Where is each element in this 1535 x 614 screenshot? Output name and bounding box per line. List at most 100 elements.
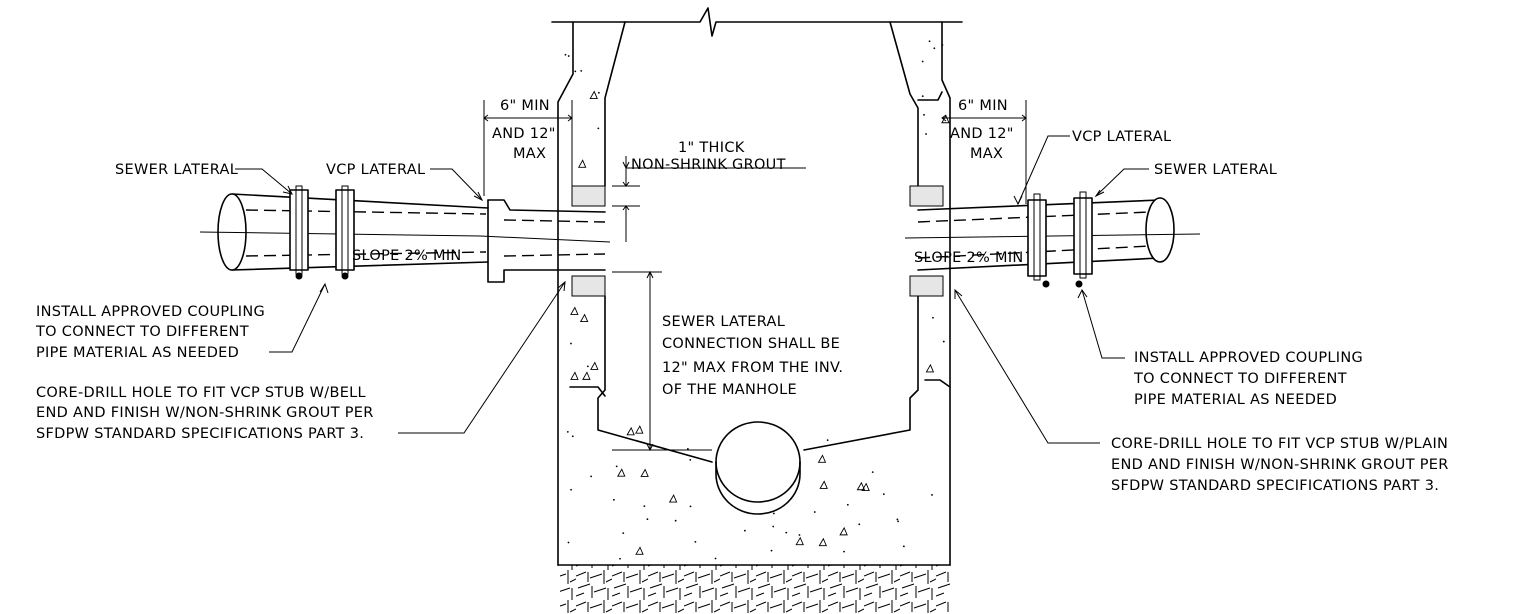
aggregate-dot — [921, 95, 924, 98]
aggregate-triangle — [925, 363, 935, 373]
aggregate-dot — [744, 529, 746, 532]
dimension-lines — [483, 100, 1027, 452]
aggregate-triangle — [795, 536, 804, 546]
aggregate-dot — [567, 541, 570, 544]
aggregate-dot — [858, 523, 861, 526]
grout-label-2: NON-SHRINK GROUT — [631, 157, 786, 173]
coupling-left-line-1: INSTALL APPROVED COUPLING — [36, 304, 265, 320]
aggregate-dot — [564, 53, 567, 56]
aggregate-dot — [942, 340, 945, 343]
aggregate-triangle — [640, 468, 649, 477]
core-right-line-3: SFDPW STANDARD SPECIFICATIONS PART 3. — [1111, 478, 1439, 494]
aggregate-dot — [772, 512, 775, 515]
right-pipe — [904, 191, 1201, 288]
core-right-line-1: CORE-DRILL HOLE TO FIT VCP STUB W/PLAIN — [1111, 436, 1448, 452]
coupling-right-line-3: PIPE MATERIAL AS NEEDED — [1134, 392, 1337, 408]
ground-line — [551, 7, 963, 37]
aggregate-dot — [928, 40, 931, 43]
aggregate-triangle — [856, 481, 866, 491]
right-min-label: 6" MIN — [958, 98, 1008, 114]
concrete-aggregate — [564, 40, 950, 560]
aggregate-triangle — [579, 313, 589, 323]
aggregate-dot — [785, 531, 788, 534]
aggregate-dot — [846, 503, 849, 506]
aggregate-dot — [921, 60, 924, 63]
aggregate-triangle — [668, 494, 678, 503]
aggregate-dot — [567, 55, 570, 57]
aggregate-dot — [933, 47, 936, 50]
left-min-label: 6" MIN — [500, 98, 550, 114]
aggregate-dot — [882, 493, 885, 496]
grout-label-1: 1" THICK — [678, 140, 745, 156]
connection-line-4: OF THE MANHOLE — [662, 382, 797, 398]
earth-hatch — [560, 565, 950, 613]
aggregate-dot — [925, 133, 927, 135]
slope-right-label: SLOPE 2% MIN — [914, 250, 1024, 266]
aggregate-dot — [826, 439, 829, 442]
aggregate-dot — [770, 549, 773, 552]
connection-line-2: CONNECTION SHALL BE — [662, 336, 840, 352]
aggregate-dot — [689, 505, 692, 508]
text-labels: 6" MIN AND 12" MAX 6" MIN AND 12" MAX 1"… — [35, 98, 1448, 494]
aggregate-dot — [574, 70, 577, 73]
aggregate-dot — [566, 430, 569, 433]
aggregate-dot — [590, 475, 593, 478]
connection-line-1: SEWER LATERAL — [662, 314, 785, 330]
left-and-label: AND 12" — [492, 126, 556, 142]
aggregate-dot — [570, 342, 572, 345]
aggregate-dot — [612, 498, 615, 501]
aggregate-dot — [931, 494, 933, 496]
aggregate-dot — [580, 69, 583, 72]
aggregate-dot — [941, 44, 944, 46]
coupling-right-line-2: TO CONNECT TO DIFFERENT — [1133, 371, 1347, 387]
vcp-lateral-right-label: VCP LATERAL — [1072, 129, 1171, 145]
coupling-right-line-1: INSTALL APPROVED COUPLING — [1134, 350, 1363, 366]
sewer-lateral-right-label: SEWER LATERAL — [1154, 162, 1277, 178]
aggregate-triangle — [590, 361, 599, 370]
aggregate-dot — [686, 448, 689, 450]
aggregate-triangle — [839, 526, 848, 536]
aggregate-triangle — [635, 546, 644, 555]
aggregate-dot — [622, 532, 625, 535]
aggregate-dot — [871, 471, 874, 474]
aggregate-dot — [689, 458, 692, 461]
aggregate-triangle — [589, 90, 598, 99]
aggregate-dot — [570, 488, 572, 491]
aggregate-triangle — [861, 482, 870, 492]
aggregate-dot — [619, 557, 621, 560]
aggregate-dot — [897, 520, 900, 523]
aggregate-dot — [843, 550, 845, 553]
coupling-left-line-2: TO CONNECT TO DIFFERENT — [35, 324, 249, 340]
aggregate-triangle — [616, 468, 626, 477]
aggregate-dot — [597, 91, 600, 94]
manhole-concrete — [557, 21, 951, 566]
slope-left-label: SLOPE 2% MIN — [352, 248, 462, 264]
aggregate-triangle — [818, 537, 828, 547]
right-and-label: AND 12" — [950, 126, 1014, 142]
leader-lines — [235, 135, 1149, 444]
aggregate-dot — [571, 435, 574, 438]
aggregate-dot — [597, 127, 600, 130]
aggregate-dot — [694, 540, 697, 543]
aggregate-dot — [674, 519, 677, 522]
coupling-left-line-3: PIPE MATERIAL AS NEEDED — [36, 345, 239, 361]
aggregate-triangle — [582, 371, 591, 380]
aggregate-dot — [586, 365, 589, 368]
aggregate-dot — [923, 113, 925, 116]
aggregate-triangle — [626, 426, 635, 436]
grout-blocks — [571, 185, 944, 297]
aggregate-dot — [798, 534, 801, 536]
aggregate-triangle — [570, 306, 579, 315]
core-left-line-1: CORE-DRILL HOLE TO FIT VCP STUB W/BELL — [36, 385, 366, 401]
aggregate-dot — [615, 465, 618, 468]
aggregate-triangle — [577, 159, 587, 168]
core-left-line-2: END AND FINISH W/NON-SHRINK GROUT PER — [36, 405, 374, 421]
aggregate-dot — [932, 316, 934, 319]
aggregate-dot — [643, 505, 646, 508]
aggregate-triangle — [817, 454, 827, 463]
aggregate-dot — [714, 557, 717, 560]
aggregate-dot — [902, 545, 905, 548]
left-max-label: MAX — [513, 146, 546, 162]
core-left-line-3: SFDPW STANDARD SPECIFICATIONS PART 3. — [36, 426, 364, 442]
